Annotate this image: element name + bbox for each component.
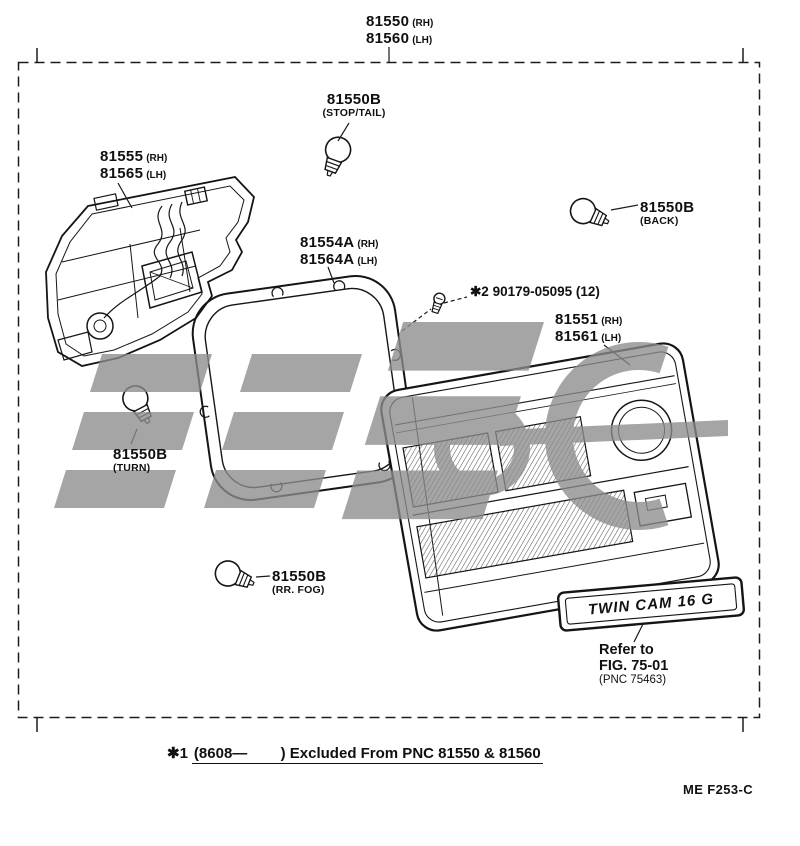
frame-border	[17, 48, 761, 732]
rr-fog-bulb-icon	[210, 556, 259, 597]
back-bulb-icon	[565, 193, 615, 235]
footnote-marker: ✱1	[167, 745, 188, 762]
housing-drawing	[45, 176, 255, 367]
callout-gasket: 81554A(RH) 81564A(LH)	[300, 234, 379, 269]
watermark	[54, 322, 728, 530]
footnote-text: (8608— ) Excluded From PNC 81550 & 81560	[191, 745, 543, 764]
callout-stop-tail: 81550B (STOP/TAIL)	[322, 91, 386, 120]
footnote: ✱1(8608— ) Excluded From PNC 81550 & 815…	[167, 744, 543, 764]
callout-housing: 81555(RH) 81565(LH)	[100, 148, 168, 183]
callout-screw: ✱2 90179-05095 (12)	[470, 284, 600, 299]
callout-rr-fog: 81550B (RR. FOG)	[272, 568, 327, 597]
screw-icon	[431, 292, 446, 315]
callout-turn: 81550B (TURN)	[113, 446, 168, 475]
refer-note: Refer to FIG. 75-01 (PNC 75463)	[599, 642, 669, 687]
figure-code: ME F253-C	[683, 782, 754, 797]
callout-assembly: 81550(RH) 81560(LH)	[366, 13, 434, 48]
badge-plate	[556, 576, 746, 632]
callout-back: 81550B (BACK)	[640, 199, 695, 228]
stop-tail-bulb-icon	[316, 132, 355, 181]
callout-lens: 81551(RH) 81561(LH)	[555, 311, 623, 346]
assembly-rh: 81550	[366, 13, 410, 30]
assembly-lh: 81560	[366, 30, 410, 48]
